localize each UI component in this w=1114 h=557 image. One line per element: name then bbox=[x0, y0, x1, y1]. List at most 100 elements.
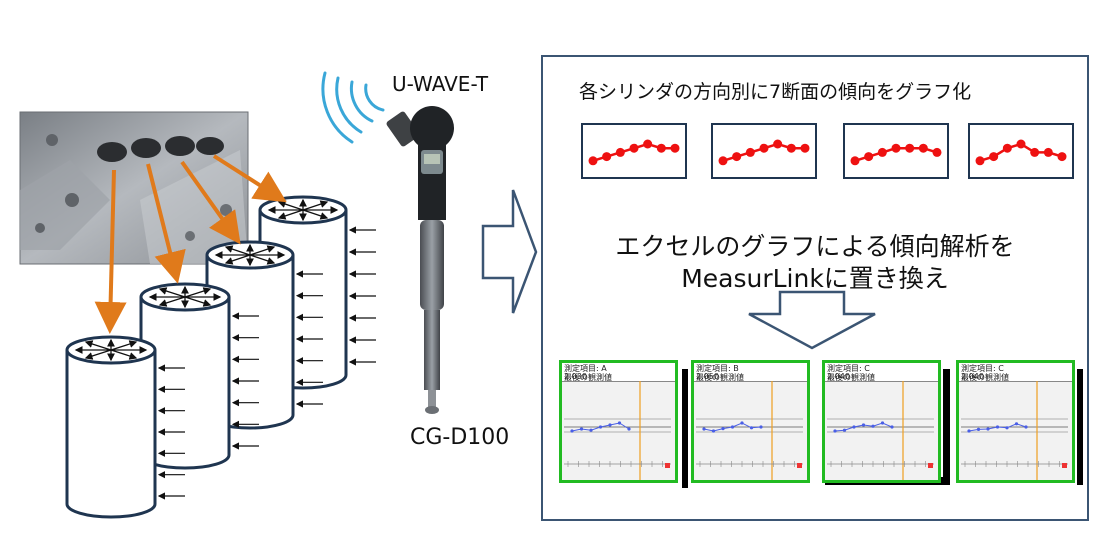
trend-point bbox=[864, 152, 874, 162]
trend-point bbox=[1057, 152, 1067, 162]
latest-label: 最後の観測値 bbox=[961, 373, 1009, 382]
bore-mapping-arrows bbox=[94, 154, 287, 334]
status-marker bbox=[797, 463, 802, 468]
bore-1 bbox=[97, 142, 127, 162]
series-point bbox=[627, 427, 631, 431]
series-point bbox=[579, 427, 584, 431]
gauge-label: CG-D100 bbox=[410, 425, 510, 450]
status-marker bbox=[1062, 463, 1067, 468]
transmitter-unit bbox=[386, 111, 420, 147]
trend-point bbox=[670, 143, 680, 153]
trend-point bbox=[1016, 139, 1026, 149]
mapping-arrow-1 bbox=[94, 169, 127, 334]
item-label: 測定項目: A bbox=[564, 364, 607, 373]
series-point bbox=[589, 428, 593, 432]
bore-4 bbox=[196, 137, 224, 155]
latest-value: 2.040 bbox=[827, 372, 850, 381]
mapping-arrow-4 bbox=[212, 154, 287, 203]
series-point bbox=[570, 429, 574, 433]
status-marker bbox=[928, 463, 933, 468]
radial-arrows bbox=[74, 198, 339, 362]
screen-shadow bbox=[682, 369, 688, 488]
latest-value: 2.040 bbox=[961, 372, 984, 381]
series-point bbox=[842, 428, 847, 432]
trend-point bbox=[1002, 143, 1012, 153]
series-point bbox=[995, 425, 1000, 429]
panel-caption-line1: エクセルのグラフによる傾向解析を bbox=[615, 232, 1015, 261]
trend-point bbox=[602, 152, 612, 162]
series-point bbox=[986, 427, 990, 431]
status-marker bbox=[665, 463, 670, 468]
trend-point bbox=[643, 139, 653, 149]
latest-label: 最後の観測値 bbox=[827, 373, 875, 382]
section-arrows bbox=[157, 226, 376, 500]
trend-point bbox=[588, 156, 598, 166]
item-label: 測定項目: C bbox=[827, 364, 870, 373]
series-point bbox=[852, 425, 856, 429]
series-point bbox=[976, 427, 981, 431]
series-point bbox=[759, 425, 763, 429]
wireless-signal-icon bbox=[321, 71, 385, 144]
item-label: 測定項目: B bbox=[696, 364, 739, 373]
series-point bbox=[1005, 426, 1009, 430]
series-point bbox=[1014, 422, 1019, 426]
trend-point bbox=[975, 156, 985, 166]
mini-chart-2 bbox=[711, 123, 817, 179]
series-point bbox=[861, 423, 866, 427]
bore-2 bbox=[131, 138, 161, 158]
series-point bbox=[598, 425, 603, 429]
series-point bbox=[740, 421, 744, 425]
series-point bbox=[730, 425, 735, 429]
series-point bbox=[1024, 425, 1028, 429]
trend-point bbox=[745, 147, 755, 157]
trend-point bbox=[891, 143, 901, 153]
trend-point bbox=[718, 156, 728, 166]
trend-point bbox=[615, 147, 625, 157]
series-point bbox=[702, 427, 706, 431]
screen-shadow bbox=[943, 369, 950, 485]
analysis-panel: 各シリンダの方向別に7断面の傾向をグラフ化 エクセルのグラフによる傾向解析を M… bbox=[541, 55, 1089, 521]
trend-point bbox=[786, 143, 796, 153]
cylinder-1 bbox=[65, 335, 157, 519]
mini-chart-3 bbox=[843, 123, 949, 179]
mapping-arrow-3 bbox=[180, 160, 241, 245]
mini-chart-4 bbox=[968, 123, 1074, 179]
trend-point bbox=[1043, 147, 1053, 157]
panel-heading: 各シリンダの方向別に7断面の傾向をグラフ化 bbox=[579, 81, 972, 103]
trend-point bbox=[989, 152, 999, 162]
flow-arrow-down bbox=[748, 290, 876, 350]
engine-block-photo bbox=[19, 111, 249, 265]
bore-gauge-illustration bbox=[386, 106, 454, 414]
trend-point bbox=[918, 143, 928, 153]
trend-point bbox=[1030, 147, 1040, 157]
trend-point bbox=[877, 147, 887, 157]
mini-chart-1 bbox=[581, 123, 687, 179]
screen-shadow bbox=[1077, 369, 1083, 485]
latest-value: 2.050 bbox=[696, 372, 719, 381]
series-point bbox=[711, 429, 716, 433]
transmitter-label: U-WAVE-T bbox=[392, 72, 489, 96]
bore-3 bbox=[165, 136, 195, 156]
trend-point bbox=[850, 156, 860, 166]
latest-label: 最後の観測値 bbox=[564, 373, 612, 382]
latest-value: 2.030 bbox=[564, 372, 587, 381]
series-point bbox=[880, 421, 885, 425]
series-point bbox=[833, 429, 837, 433]
trend-point bbox=[629, 143, 639, 153]
mapping-arrow-2 bbox=[146, 163, 186, 284]
series-point bbox=[967, 429, 971, 433]
item-label: 測定項目: C bbox=[961, 364, 1004, 373]
series-point bbox=[617, 421, 622, 425]
trend-point bbox=[932, 147, 942, 157]
trend-point bbox=[759, 143, 769, 153]
trend-point bbox=[773, 139, 783, 149]
series-point bbox=[608, 423, 612, 427]
series-point bbox=[890, 425, 894, 429]
trend-point bbox=[800, 143, 810, 153]
